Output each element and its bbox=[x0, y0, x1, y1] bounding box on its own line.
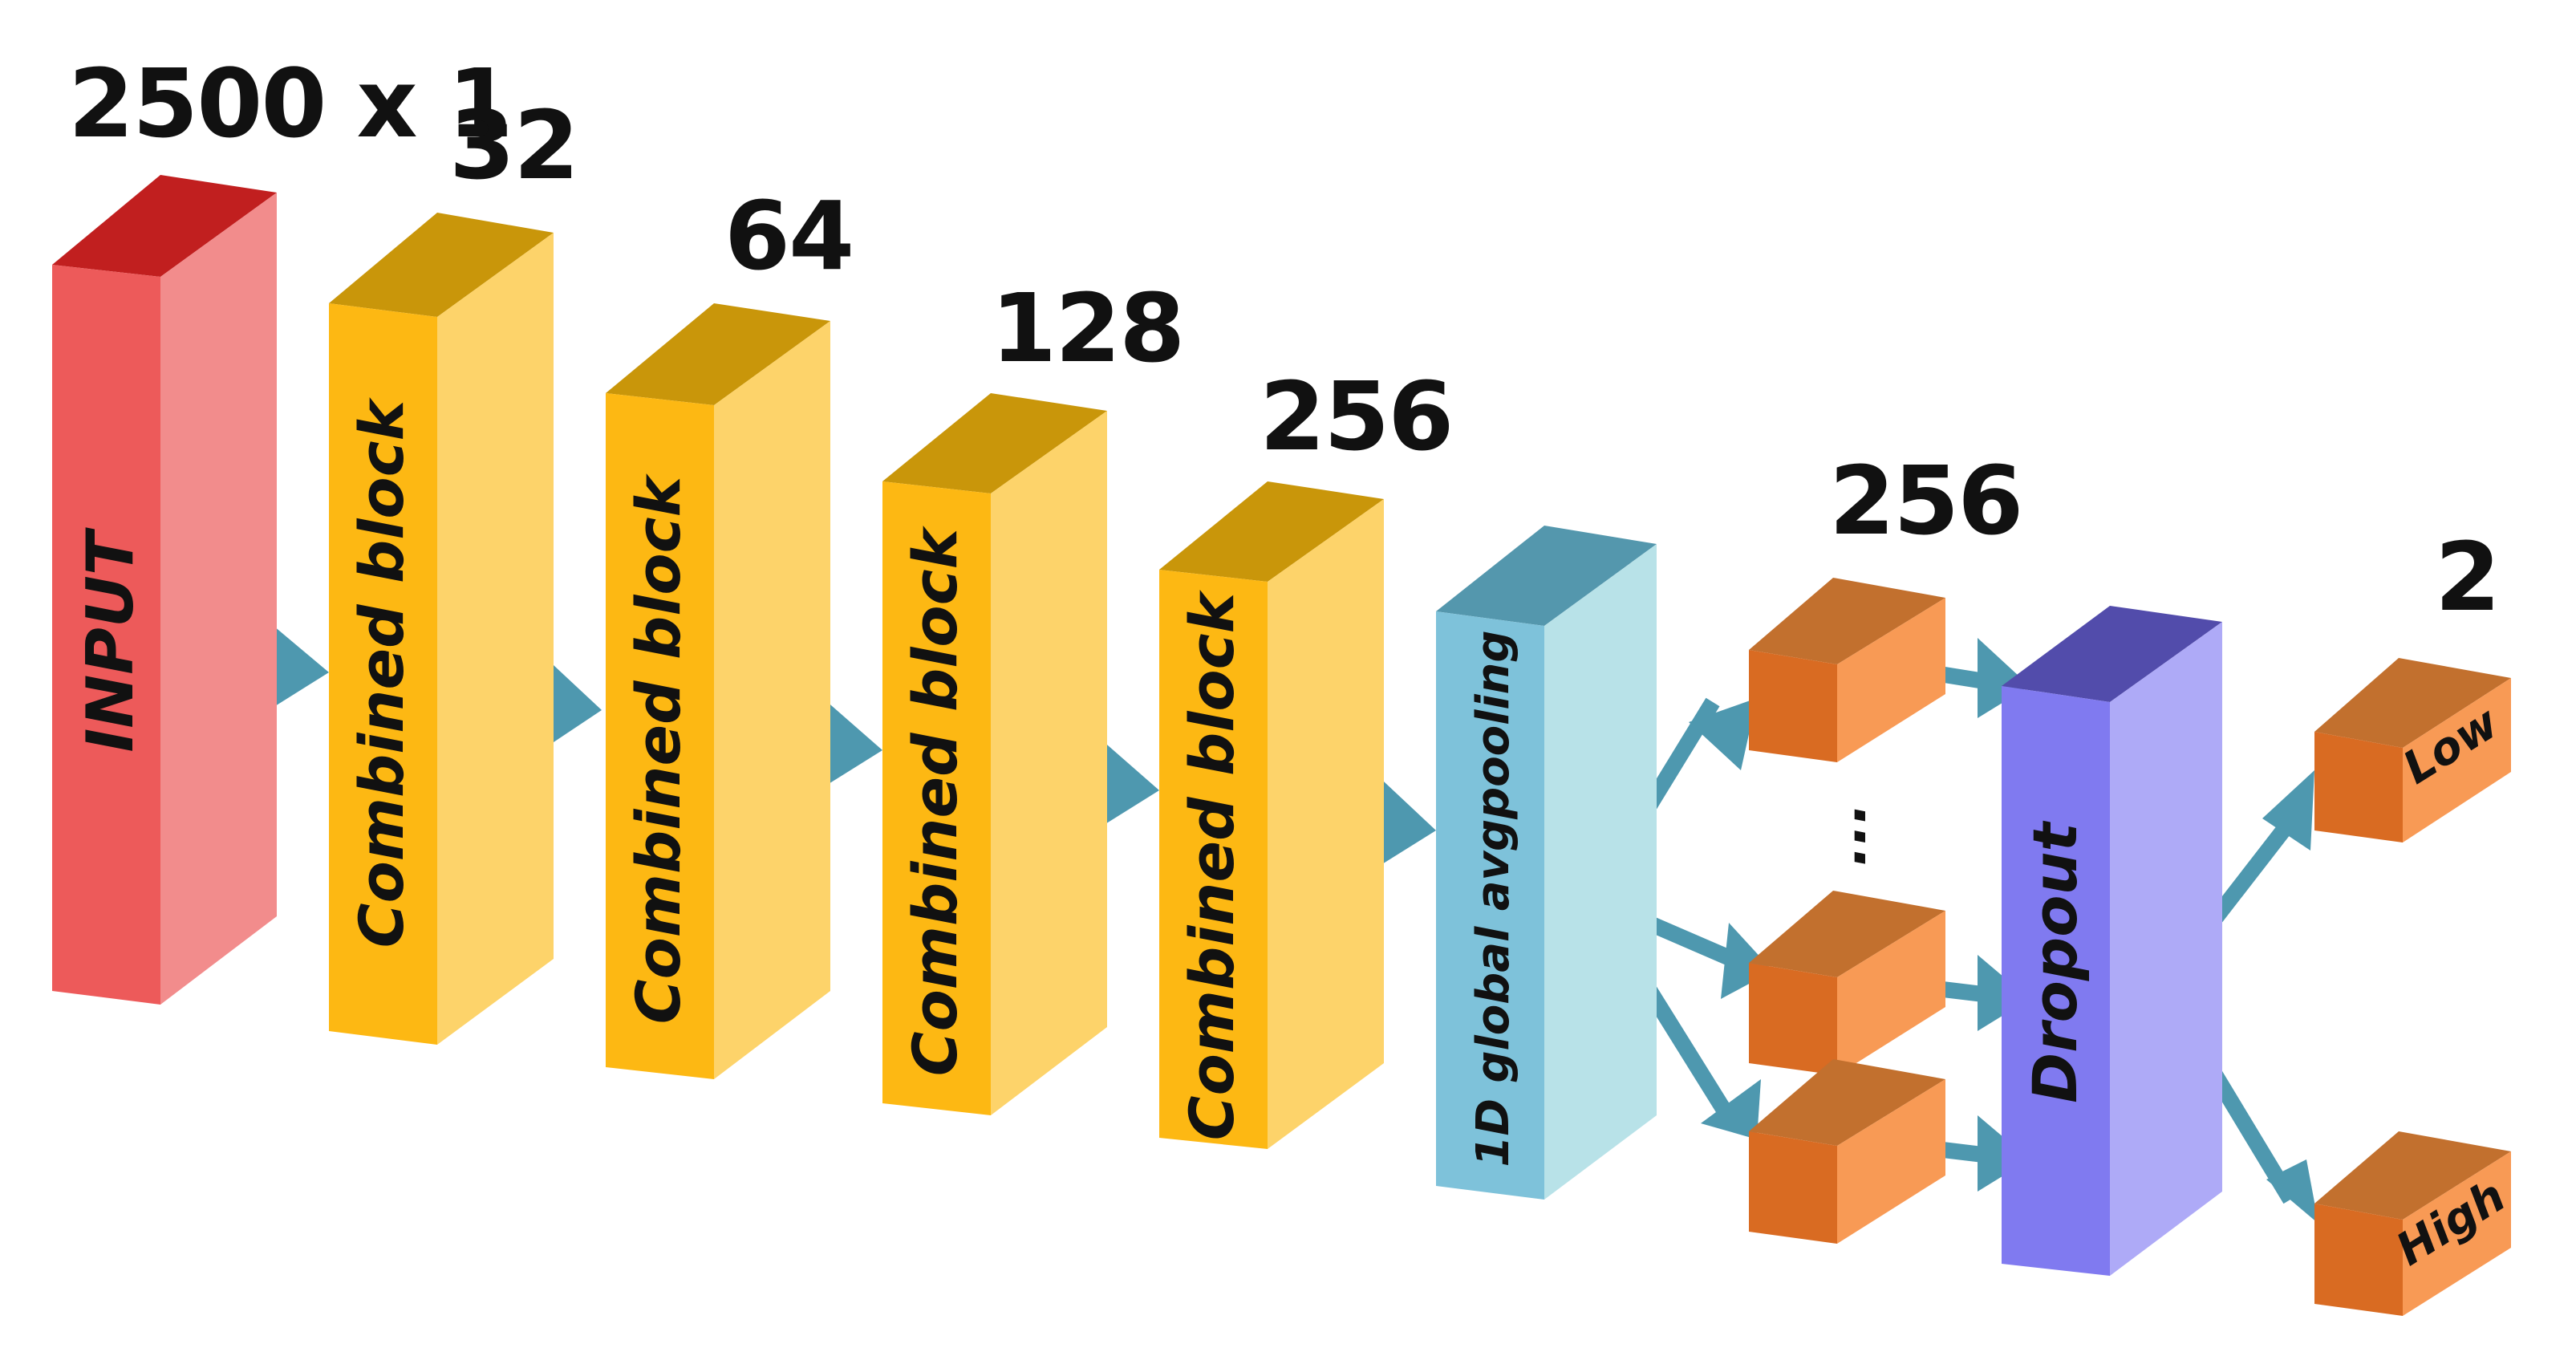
output-dim-label: 2 bbox=[2435, 522, 2499, 632]
arrow-block3-to-block4-head bbox=[1095, 734, 1159, 830]
block2-label: Combined block bbox=[623, 473, 694, 1024]
dense-ellipsis: ... bbox=[1813, 802, 1879, 867]
arrow-block4-to-pooling-head bbox=[1372, 770, 1436, 871]
dense-dim-label: 256 bbox=[1829, 445, 2022, 556]
output-unit-high: High bbox=[2314, 1131, 2514, 1316]
output-layer: Low High bbox=[2314, 658, 2514, 1316]
block3-side-face bbox=[991, 411, 1107, 1115]
output-low-front-face bbox=[2314, 732, 2403, 842]
dropout-layer: Dropout bbox=[2002, 606, 2222, 1276]
combined-block-3: Combined block bbox=[882, 393, 1107, 1115]
dense2-top-face bbox=[1749, 891, 1945, 977]
arrow-block2-to-block3-head bbox=[818, 694, 882, 790]
block4-front-face bbox=[1159, 570, 1268, 1149]
block3-front-face bbox=[882, 481, 991, 1115]
dense-unit-2 bbox=[1749, 891, 1945, 1075]
dropout-side-face bbox=[2110, 622, 2222, 1276]
block4-label: Combined block bbox=[1176, 589, 1247, 1140]
block1-dim-label: 32 bbox=[449, 90, 578, 201]
block3-label: Combined block bbox=[899, 525, 971, 1076]
block2-top-face bbox=[606, 303, 830, 405]
dense1-top-face bbox=[1749, 578, 1945, 664]
output-low-side-face bbox=[2403, 678, 2511, 842]
dense1-front-face bbox=[1749, 650, 1837, 762]
dense3-front-face bbox=[1749, 1131, 1837, 1244]
pooling-side-face bbox=[1544, 544, 1657, 1200]
dense3-top-face bbox=[1749, 1059, 1945, 1146]
dense3-side-face bbox=[1837, 1079, 1945, 1244]
arrow-block1-to-block2-head bbox=[542, 654, 602, 750]
input-label: INPUT bbox=[73, 527, 148, 752]
combined-block-4: Combined block bbox=[1159, 481, 1384, 1149]
block3-dim-label: 128 bbox=[991, 273, 1183, 384]
arrow-output-high-head bbox=[2266, 1159, 2318, 1224]
input-side-face bbox=[160, 193, 277, 1005]
dropout-label: Dropout bbox=[2019, 820, 2091, 1103]
output-low-top-face bbox=[2314, 658, 2511, 748]
dense-layer: ... bbox=[1749, 578, 1945, 1244]
block2-front-face bbox=[606, 393, 714, 1079]
arrow-dense-bottom-head bbox=[1701, 1079, 1761, 1139]
block2-dim-label: 64 bbox=[724, 181, 853, 291]
dense2-side-face bbox=[1837, 911, 1945, 1075]
block3-top-face bbox=[882, 393, 1107, 493]
dropout-front-face bbox=[2002, 686, 2110, 1276]
output-unit-low: Low bbox=[2314, 658, 2511, 842]
dense-unit-1 bbox=[1749, 578, 1945, 762]
combined-block-2: Combined block bbox=[606, 303, 830, 1079]
block2-side-face bbox=[714, 321, 830, 1079]
block4-side-face bbox=[1268, 499, 1384, 1149]
arrow-dense-top-head bbox=[1689, 698, 1757, 770]
block1-top-face bbox=[329, 213, 554, 317]
output-high-top-face bbox=[2314, 1131, 2511, 1220]
output-high-side-face bbox=[2403, 1151, 2511, 1316]
dense1-side-face bbox=[1837, 598, 1945, 762]
block1-label: Combined block bbox=[346, 396, 417, 948]
dimension-labels: 2500 x 1 32 64 128 256 256 2 bbox=[68, 48, 2501, 632]
dense-unit-3 bbox=[1749, 1059, 1945, 1244]
combined-block-1: Combined block bbox=[329, 213, 554, 1045]
dropout-top-face bbox=[2002, 606, 2222, 702]
block4-top-face bbox=[1159, 481, 1384, 582]
arrow-dense-mid-head bbox=[1721, 923, 1773, 999]
block4-dim-label: 256 bbox=[1260, 361, 1452, 472]
input-front-face bbox=[52, 265, 160, 1005]
input-top-face bbox=[52, 175, 277, 277]
arrow-input-to-block1-head bbox=[269, 622, 329, 710]
pooling-front-face bbox=[1436, 611, 1544, 1200]
dense2-front-face bbox=[1749, 963, 1837, 1075]
pooling-top-face bbox=[1436, 526, 1657, 626]
output-high-front-face bbox=[2314, 1204, 2403, 1316]
block1-front-face bbox=[329, 303, 437, 1045]
pooling-label: 1D global avgpooling bbox=[1467, 630, 1519, 1167]
input-layer: INPUT bbox=[52, 175, 277, 1005]
arrow-output-low-head bbox=[2262, 770, 2314, 851]
global-avgpooling-layer: 1D global avgpooling bbox=[1436, 526, 1657, 1200]
block1-side-face bbox=[437, 233, 554, 1045]
input-dim-label: 2500 x 1 bbox=[68, 48, 512, 159]
arrow-dense1-to-dropout-head bbox=[1978, 638, 2030, 718]
